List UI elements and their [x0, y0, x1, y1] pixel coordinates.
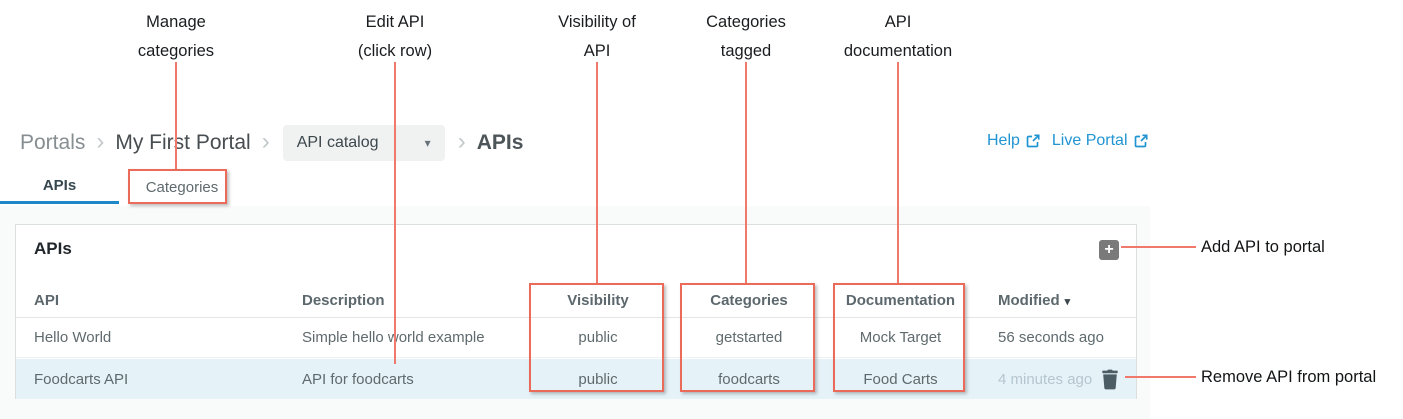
- cell-documentation: Mock Target: [859, 329, 942, 346]
- column-header-api: API: [34, 292, 60, 309]
- tab-bar: APIs Categories: [0, 170, 236, 206]
- tab-apis[interactable]: APIs: [0, 170, 119, 204]
- header-links: Help Live Portal: [987, 132, 1148, 150]
- plus-icon: +: [1104, 241, 1114, 258]
- column-header-categories: Categories: [710, 292, 788, 309]
- annotation-remove-api-from-portal: Remove API from portal: [1201, 368, 1377, 386]
- tab-apis-label: APIs: [42, 177, 77, 194]
- tab-categories[interactable]: Categories: [128, 170, 236, 204]
- tab-categories-label: Categories: [145, 178, 219, 196]
- breadcrumb-portals[interactable]: Portals: [20, 131, 86, 154]
- api-catalog-dropdown[interactable]: API catalog ▾: [282, 125, 445, 161]
- cell-documentation: Food Carts: [863, 370, 938, 388]
- external-link-icon: [1134, 134, 1148, 148]
- annotation-edit-api: Edit API (click row): [357, 13, 433, 60]
- cell-categories: getstarted: [715, 329, 783, 346]
- breadcrumb-current-apis: APIs: [476, 131, 524, 154]
- apis-panel: APIs + API Description Visibility Catego…: [15, 224, 1137, 399]
- cell-categories: foodcarts: [718, 370, 780, 388]
- chevron-right-icon: ›: [96, 127, 105, 155]
- cell-visibility: public: [578, 370, 618, 388]
- sort-desc-icon: ▾: [1064, 296, 1071, 308]
- cell-modified: 56 seconds ago: [998, 329, 1104, 346]
- column-header-visibility: Visibility: [567, 292, 629, 309]
- cell-visibility: public: [578, 329, 618, 346]
- cell-api: Foodcarts API: [34, 370, 129, 388]
- table-row-hello-world[interactable]: Hello World Simple hello world example p…: [16, 318, 1136, 358]
- add-api-button[interactable]: +: [1099, 240, 1119, 260]
- trash-icon[interactable]: [1101, 369, 1119, 390]
- live-portal-link[interactable]: Live Portal: [1052, 132, 1148, 150]
- column-header-modified[interactable]: Modified ▾: [998, 284, 1070, 317]
- annotation-api-documentation: API documentation: [843, 13, 953, 60]
- table-header-row: API Description Visibility Categories Do…: [16, 284, 1136, 318]
- cell-description: Simple hello world example: [302, 329, 485, 346]
- cell-description: API for foodcarts: [302, 370, 414, 388]
- column-header-modified-label: Modified: [998, 292, 1060, 309]
- breadcrumb-portal-name[interactable]: My First Portal: [115, 131, 251, 154]
- table-row-foodcarts[interactable]: Foodcarts API API for foodcarts public f…: [16, 359, 1136, 399]
- breadcrumb: Portals › My First Portal › API catalog …: [20, 124, 523, 162]
- column-header-documentation: Documentation: [845, 292, 956, 309]
- annotation-visibility-of-api: Visibility of API: [558, 13, 636, 60]
- help-link[interactable]: Help: [987, 132, 1040, 150]
- chevron-right-icon: ›: [261, 127, 270, 155]
- cell-modified: 4 minutes ago: [998, 370, 1093, 388]
- live-portal-link-label: Live Portal: [1051, 132, 1128, 149]
- chevron-right-icon: ›: [457, 127, 466, 155]
- annotation-categories-tagged: Categories tagged: [706, 13, 786, 60]
- annotation-manage-categories: Manage categories: [137, 13, 215, 60]
- help-link-label: Help: [987, 132, 1020, 149]
- column-header-description: Description: [302, 292, 385, 309]
- cell-api: Hello World: [34, 329, 112, 346]
- api-catalog-dropdown-value: API catalog: [296, 134, 379, 151]
- caret-down-icon: ▾: [424, 136, 431, 150]
- external-link-icon: [1026, 134, 1040, 148]
- panel-title: APIs: [34, 239, 72, 258]
- annotation-add-api-to-portal: Add API to portal: [1201, 238, 1325, 256]
